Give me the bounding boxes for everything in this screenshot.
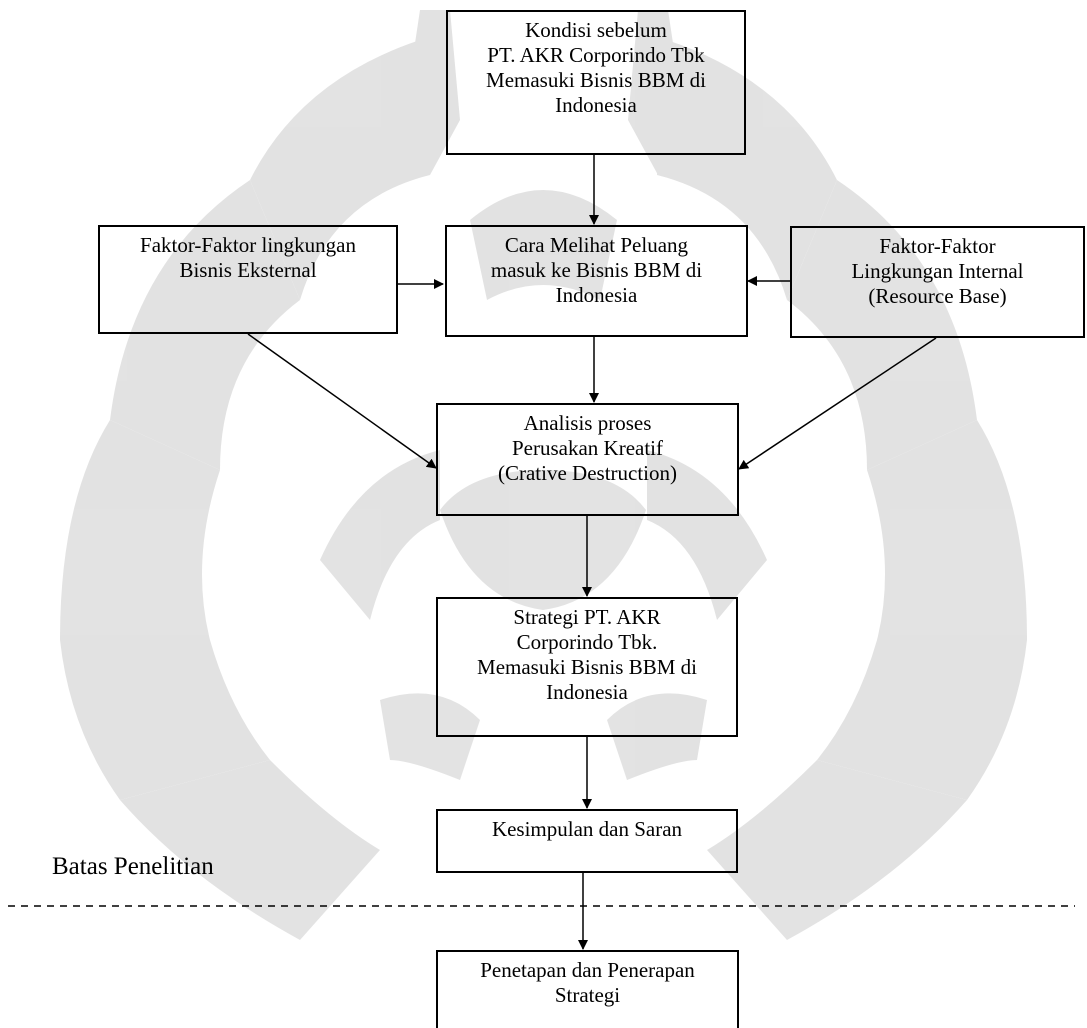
- box-faktor-eksternal: Faktor-Faktor lingkungan Bisnis Eksterna…: [98, 225, 398, 334]
- box-kondisi-sebelum: Kondisi sebelum PT. AKR Corporindo Tbk M…: [446, 10, 746, 155]
- box-penetapan-dan-penerapan: Penetapan dan Penerapan Strategi: [436, 950, 739, 1028]
- box-kesimpulan-dan-saran: Kesimpulan dan Saran: [436, 809, 738, 873]
- arrow-eksternal-to-analisis: [247, 333, 437, 469]
- box-analisis-proses: Analisis proses Perusakan Kreatif (Crati…: [436, 403, 739, 516]
- box-faktor-internal: Faktor-Faktor Lingkungan Internal (Resou…: [790, 226, 1085, 338]
- arrow-internal-to-analisis: [738, 337, 937, 470]
- batas-penelitian-label: Batas Penelitian: [52, 853, 214, 880]
- box-cara-melihat-peluang: Cara Melihat Peluang masuk ke Bisnis BBM…: [445, 225, 748, 337]
- box-strategi: Strategi PT. AKR Corporindo Tbk. Memasuk…: [436, 597, 738, 737]
